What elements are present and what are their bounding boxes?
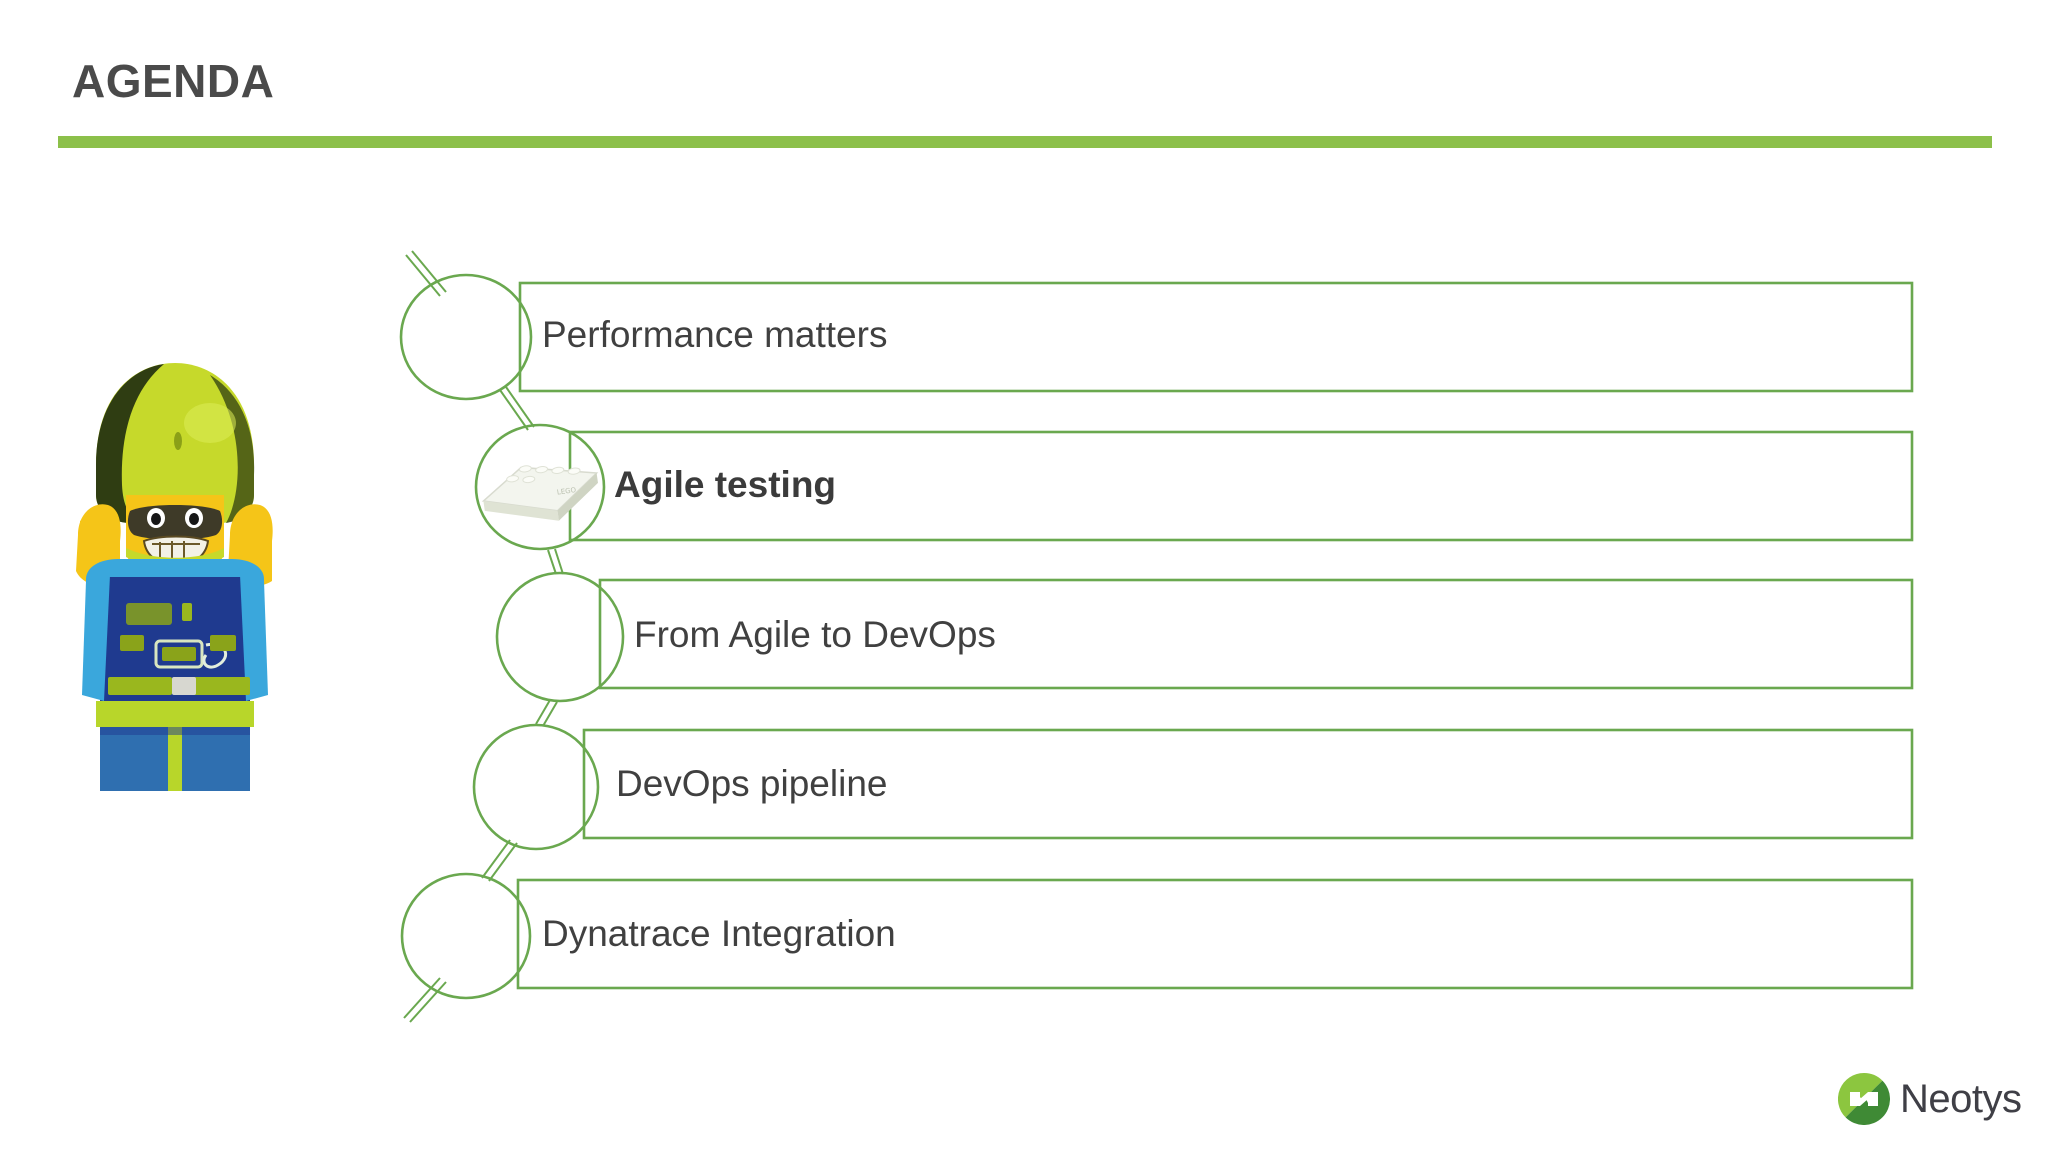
neotys-logo: Neotys [1838, 1068, 2038, 1130]
lego-minifigure-image [60, 345, 290, 795]
agenda-bullet-1 [399, 273, 533, 401]
agenda-item-label-2[interactable]: Agile testing [614, 464, 837, 505]
page-title: AGENDA [72, 55, 275, 107]
agenda-bullet-2 [474, 423, 606, 551]
agenda-item-label-4[interactable]: DevOps pipeline [616, 763, 888, 804]
agenda-bullet-4 [472, 723, 600, 851]
agile-testing-thumbnail: LEGO [481, 465, 599, 521]
agenda-item-label-5[interactable]: Dynatrace Integration [542, 913, 896, 954]
agenda-bullet-5 [400, 872, 532, 1000]
agenda-item-label-3[interactable]: From Agile to DevOps [634, 614, 996, 655]
agenda-item-label-1[interactable]: Performance matters [542, 314, 888, 355]
agenda-bullet-3 [495, 571, 625, 703]
title-underline-rule [58, 136, 1992, 148]
svg-text:LEGO: LEGO [556, 486, 577, 497]
neotys-logo-icon [1838, 1073, 1890, 1125]
neotys-logo-text: Neotys [1900, 1077, 2022, 1121]
